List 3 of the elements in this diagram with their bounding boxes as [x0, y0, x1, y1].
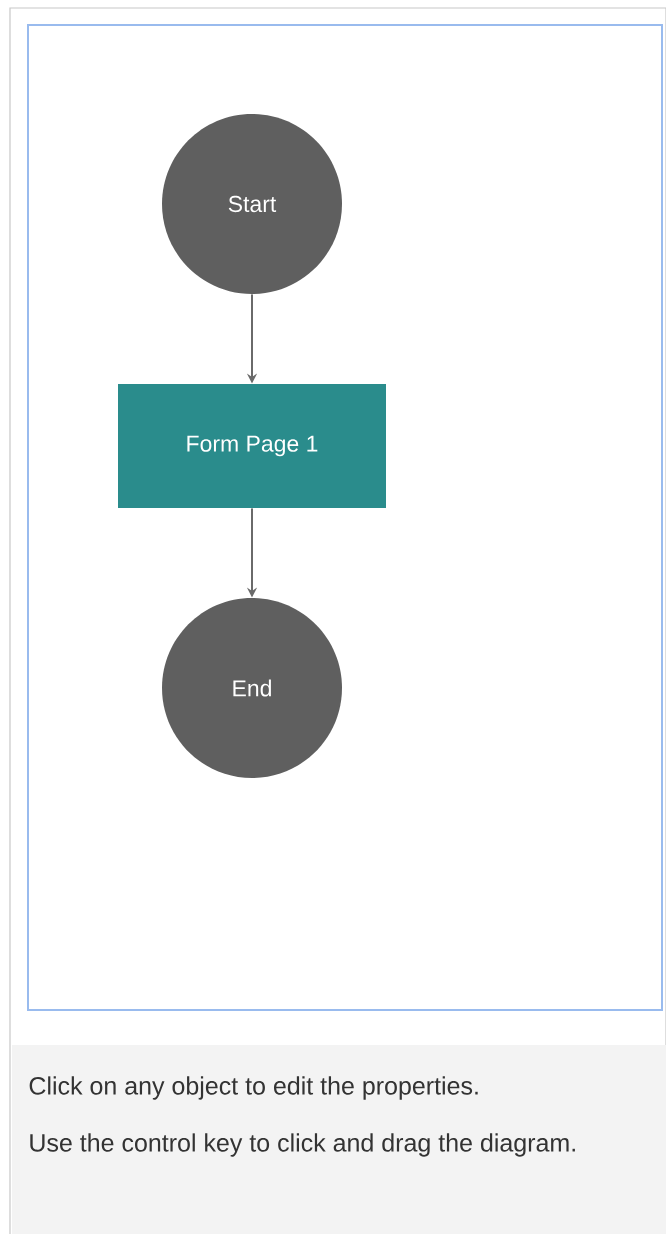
instruction-text: Use the control key to click and drag the diagram.	[30, 1133, 575, 1157]
process-box: Form Page 1	[118, 384, 386, 508]
instruction-text: Click on any object to edit the properties.	[29, 1076, 478, 1100]
